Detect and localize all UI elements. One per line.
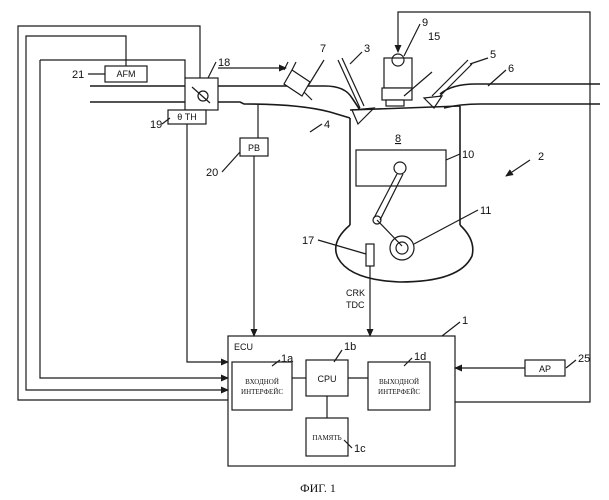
piston <box>356 150 446 186</box>
ref-9: 9 <box>422 17 428 29</box>
input-interface-line1: ВХОДНОЙ <box>245 378 279 386</box>
ref-6: 6 <box>508 63 514 75</box>
ap-label: AP <box>539 364 551 374</box>
ref-20: 20 <box>206 167 218 179</box>
crankshaft <box>373 174 414 260</box>
ref-15: 15 <box>428 31 440 43</box>
ref-1: 1 <box>462 315 468 327</box>
ref-25: 25 <box>578 353 590 365</box>
ref-8: 8 <box>395 133 401 145</box>
afm-sensor: AFM <box>105 66 147 82</box>
throttle-position-sensor: θ TH <box>168 110 206 124</box>
cpu-label: CPU <box>317 374 336 384</box>
pb-sensor: PB <box>240 104 268 156</box>
output-interface-line1: ВЫХОДНОЙ <box>379 378 419 386</box>
ref-2: 2 <box>538 151 544 163</box>
intake-valve <box>338 58 374 124</box>
ref-1a: 1a <box>281 353 294 365</box>
theta-th-label: θ TH <box>177 112 197 122</box>
ref-1d: 1d <box>414 351 426 363</box>
ref-10: 10 <box>462 149 474 161</box>
ref-21: 21 <box>72 69 84 81</box>
input-interface-box <box>232 362 292 410</box>
ref-17: 17 <box>302 235 314 247</box>
output-interface-box <box>368 362 430 410</box>
figure-caption: ФИГ. 1 <box>300 481 336 495</box>
ref-7: 7 <box>320 43 326 55</box>
ecu-label: ECU <box>234 342 253 352</box>
memory-label: ПАМЯТЬ <box>312 434 341 442</box>
ref-5: 5 <box>490 49 496 61</box>
exhaust-pipe <box>440 84 600 108</box>
ref-4: 4 <box>324 119 330 131</box>
crank-angle-sensor <box>366 244 374 266</box>
throttle-valve <box>185 78 218 110</box>
engine-cylinder <box>336 106 473 282</box>
ref-19: 19 <box>150 119 162 131</box>
ref-18: 18 <box>218 57 230 69</box>
afm-label: AFM <box>117 69 136 79</box>
pb-label: PB <box>248 143 260 153</box>
ref-11: 11 <box>480 205 491 217</box>
output-interface-line2: ИНТЕРФЕЙС <box>378 388 420 396</box>
fuel-injector <box>284 60 324 100</box>
ref-3: 3 <box>364 43 370 55</box>
ap-sensor: AP <box>455 360 565 376</box>
input-interface-line2: ИНТЕРФЕЙС <box>241 388 283 396</box>
tdc-label: TDC <box>346 300 365 310</box>
ref-1c: 1c <box>354 443 366 455</box>
intake-pipe <box>90 86 360 118</box>
ref-1b: 1b <box>344 341 356 353</box>
crk-label: CRK <box>346 288 365 298</box>
